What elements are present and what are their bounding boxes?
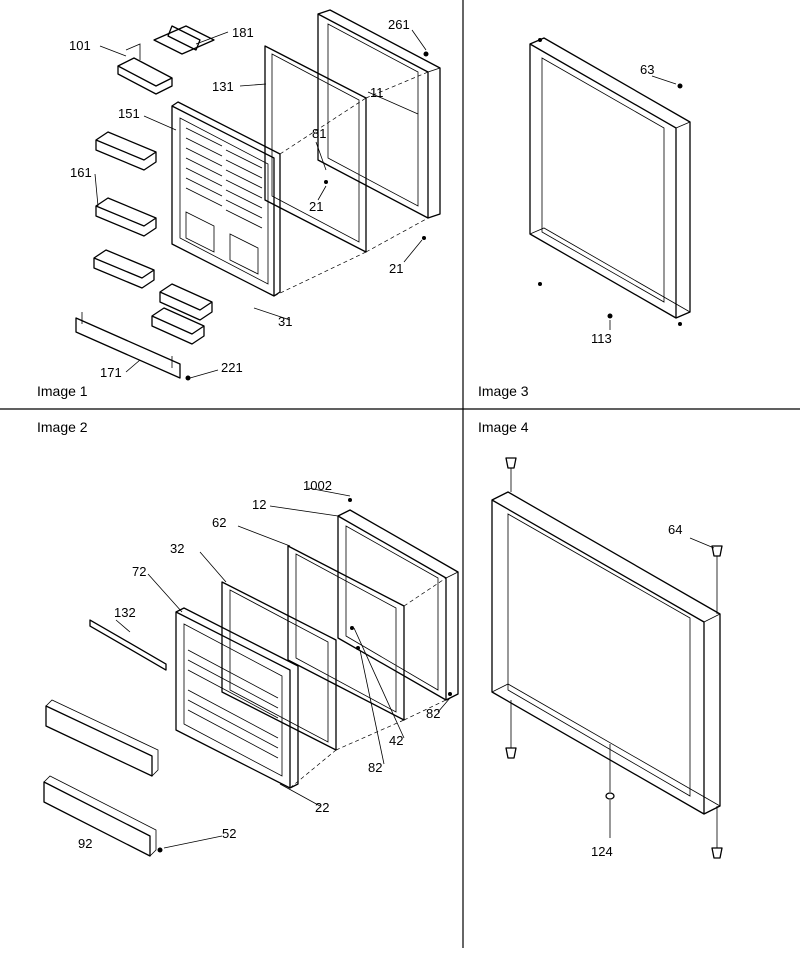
part-32-gasket-frame: [221, 581, 337, 751]
image3-panel: 63 113 Image 3: [478, 37, 691, 399]
callout-82a: 82: [426, 706, 440, 721]
panel-label-image1: Image 1: [37, 383, 88, 399]
part-63-pin: [677, 83, 683, 89]
part-181-cover: [153, 25, 215, 55]
part-171-bar: [75, 312, 181, 379]
part-151-door-liner: [171, 101, 281, 297]
callout-12: 12: [252, 497, 266, 512]
panel-label-image2: Image 2: [37, 419, 88, 435]
callout-151: 151: [118, 106, 140, 121]
callout-31: 31: [278, 314, 292, 329]
part-64-pin: [711, 545, 723, 557]
part-261-pin: [423, 51, 429, 57]
part-21-pin-b: [422, 236, 426, 240]
callout-131: 131: [212, 79, 234, 94]
pin-bottom-left: [538, 282, 542, 286]
part-101-shelf: [117, 43, 173, 95]
pin-bottom-right-4: [711, 847, 723, 859]
callout-261: 261: [388, 17, 410, 32]
callout-32: 32: [170, 541, 184, 556]
part-113-screw: [607, 313, 613, 319]
part-frame-image3: [529, 37, 691, 319]
part-161-bins: [93, 131, 213, 345]
part-52-screw: [157, 847, 163, 853]
part-21-pin-a: [324, 180, 328, 184]
callout-21a: 21: [309, 199, 323, 214]
callout-1002: 1002: [303, 478, 332, 493]
callout-181: 181: [232, 25, 254, 40]
panel-label-image4: Image 4: [478, 419, 529, 435]
part-82-pin-b: [356, 646, 360, 650]
callout-92: 92: [78, 836, 92, 851]
callout-132: 132: [114, 605, 136, 620]
callout-221: 221: [221, 360, 243, 375]
part-92-shelf-lower: [43, 775, 157, 857]
part-82-pin-a: [448, 692, 452, 696]
callout-52: 52: [222, 826, 236, 841]
callout-72: 72: [132, 564, 146, 579]
callout-171: 171: [100, 365, 122, 380]
callout-101: 101: [69, 38, 91, 53]
part-42-pin: [350, 626, 354, 630]
callout-64: 64: [668, 522, 682, 537]
part-72-door-liner: [175, 607, 299, 789]
callout-42: 42: [389, 733, 403, 748]
pin-bottom-left-4: [505, 747, 517, 759]
callout-63: 63: [640, 62, 654, 77]
panel-label-image3: Image 3: [478, 383, 529, 399]
callout-82b: 82: [368, 760, 382, 775]
part-132-strip: [89, 619, 167, 671]
part-frame-image4: [491, 491, 721, 815]
callout-62: 62: [212, 515, 226, 530]
part-12-door-outer: [337, 509, 459, 701]
callout-11: 11: [370, 85, 384, 100]
part-124-screw: [605, 792, 615, 800]
callout-81: 81: [312, 126, 326, 141]
pin-top-left: [538, 38, 542, 42]
callout-124: 124: [591, 844, 613, 859]
pin-bottom-right: [678, 322, 682, 326]
callout-113: 113: [591, 331, 612, 346]
image4-panel: Image 4 64 124: [478, 419, 723, 859]
part-shelf-upper: [45, 699, 159, 777]
callout-21b: 21: [389, 261, 403, 276]
image1-panel: 101 181 261 131 11 151 81 161 21 21 31 1…: [37, 9, 441, 399]
pin-top-left-4: [505, 457, 517, 469]
part-1002-pin: [348, 498, 352, 502]
callout-22: 22: [315, 800, 329, 815]
part-221-screw: [185, 375, 191, 381]
part-11-door-outer: [317, 9, 441, 219]
image2-panel: Image 2: [37, 419, 459, 857]
callout-161: 161: [70, 165, 92, 180]
